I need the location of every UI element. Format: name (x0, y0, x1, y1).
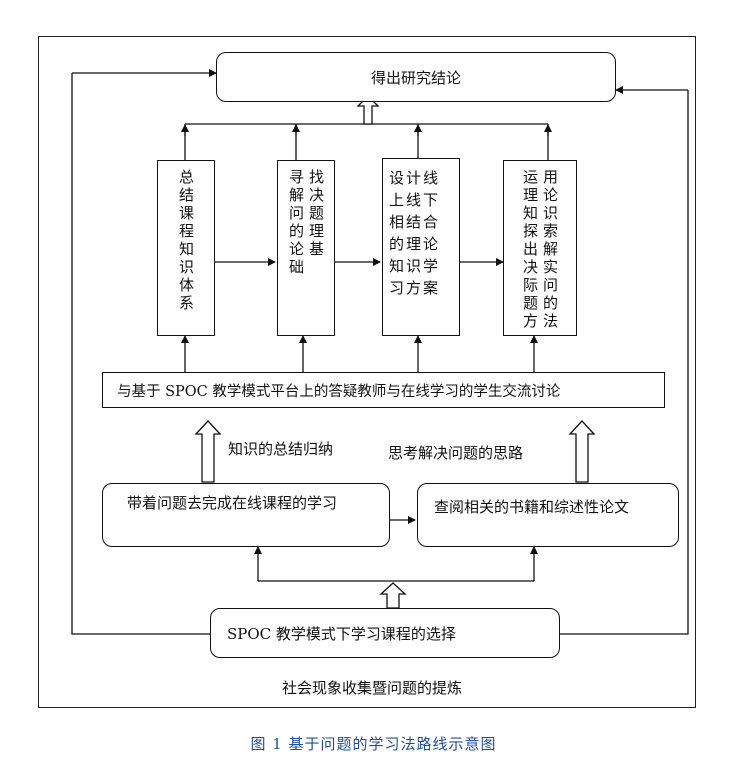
social-phenomena-label: 社会现象收集暨问题的提炼 (282, 679, 463, 697)
course-selection-box: SPOC 教学模式下学习课程的选择 (210, 608, 560, 658)
column-3-text: 设计线上线下相结合的理论知识学习方案 (389, 169, 441, 297)
label-problem-thinking: 思考解决问题的思路 (388, 444, 524, 462)
literature-text: 查阅相关的书籍和综述性论文 (434, 498, 630, 516)
column-4-line-1: 用论识索解实问的法 (541, 169, 559, 331)
column-2-line-1: 找决题理基 (307, 169, 325, 259)
figure-caption: 图 1 基于问题的学习法路线示意图 (250, 735, 497, 753)
conclusion-box: 得出研究结论 (216, 52, 616, 102)
online-course-box: 带着问题去完成在线课程的学习 (102, 483, 390, 547)
online-course-text: 带着问题去完成在线课程的学习 (127, 494, 338, 512)
column-box-1: 总结课程知识体系 (157, 160, 215, 336)
outer-frame (38, 36, 696, 708)
column-box-3: 设计线上线下相结合的理论知识学习方案 (382, 158, 460, 336)
discussion-text: 与基于 SPOC 教学模式平台上的答疑教师与在线学习的学生交流讨论 (117, 383, 561, 400)
column-box-2: 找决题理基 寻解问的论础 (277, 160, 335, 336)
column-4-line-2: 运理知探出决际题方 (521, 169, 539, 331)
course-selection-text: SPOC 教学模式下学习课程的选择 (227, 624, 456, 643)
literature-box: 查阅相关的书籍和综述性论文 (417, 483, 679, 547)
label-knowledge-summary: 知识的总结归纳 (228, 440, 334, 458)
conclusion-text: 得出研究结论 (370, 68, 461, 87)
column-box-4: 用论识索解实问的法 运理知探出决际题方 (503, 160, 577, 336)
column-2-line-2: 寻解问的论础 (287, 169, 305, 277)
column-1-line-1: 总结课程知识体系 (177, 169, 195, 313)
discussion-box: 与基于 SPOC 教学模式平台上的答疑教师与在线学习的学生交流讨论 (102, 372, 665, 408)
